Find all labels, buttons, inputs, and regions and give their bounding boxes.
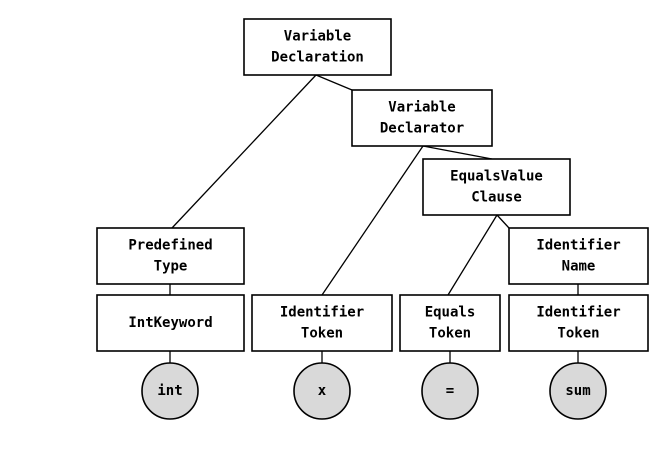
node-label-line: Identifier [536, 305, 620, 321]
node-label-line: Variable [388, 100, 455, 116]
node-label-line: Declaration [271, 50, 364, 66]
node-box [96, 294, 245, 352]
node-box [422, 158, 571, 216]
leaf-circle [293, 362, 351, 420]
leaf-circle [141, 362, 199, 420]
node-label-line: x [318, 383, 327, 399]
node-label-line: Equals [425, 305, 476, 321]
node-label-line: Token [429, 326, 471, 342]
node-box [351, 89, 493, 147]
node-label-line: sum [565, 383, 590, 399]
node-label-line: Token [301, 326, 343, 342]
node-label-line: Declarator [380, 121, 464, 137]
edge-variable-declarator-to-identifier-token-x [321, 145, 424, 296]
node-label-line: int [157, 383, 182, 399]
node-box [508, 294, 649, 352]
node-label-line: IntKeyword [128, 315, 212, 331]
node-box [251, 294, 393, 352]
node-label-line: Identifier [536, 238, 620, 254]
node-leaf-x: x [293, 362, 351, 420]
tree-edges [169, 74, 579, 363]
node-label-line: Identifier [280, 305, 364, 321]
node-label-line: Variable [284, 29, 351, 45]
tree-nodes: VariableDeclarationVariableDeclaratorEqu… [96, 18, 649, 420]
node-label-line: Token [557, 326, 599, 342]
node-leaf-sum: sum [549, 362, 607, 420]
edge-variable-declaration-to-predefined-type [171, 74, 317, 229]
node-box [96, 227, 245, 285]
node-label-line: Predefined [128, 238, 212, 254]
leaf-circle [549, 362, 607, 420]
node-label-line: Clause [471, 190, 522, 206]
leaf-circle [421, 362, 479, 420]
edge-equals-value-clause-to-equals-token [447, 214, 498, 296]
node-label-line: = [446, 383, 454, 399]
node-label-line: Name [562, 259, 596, 275]
edge-variable-declarator-to-equals-value-clause [422, 145, 493, 160]
node-box [508, 227, 649, 285]
node-int-keyword: IntKeyword [96, 294, 245, 352]
node-leaf-equals: = [421, 362, 479, 420]
node-box [399, 294, 501, 352]
node-box [243, 18, 392, 76]
node-leaf-int: int [141, 362, 199, 420]
node-label-line: EqualsValue [450, 169, 543, 185]
node-label-line: Type [154, 259, 188, 275]
edge-equals-value-clause-to-identifier-name [496, 214, 510, 229]
edge-variable-declaration-to-variable-declarator [315, 74, 353, 91]
